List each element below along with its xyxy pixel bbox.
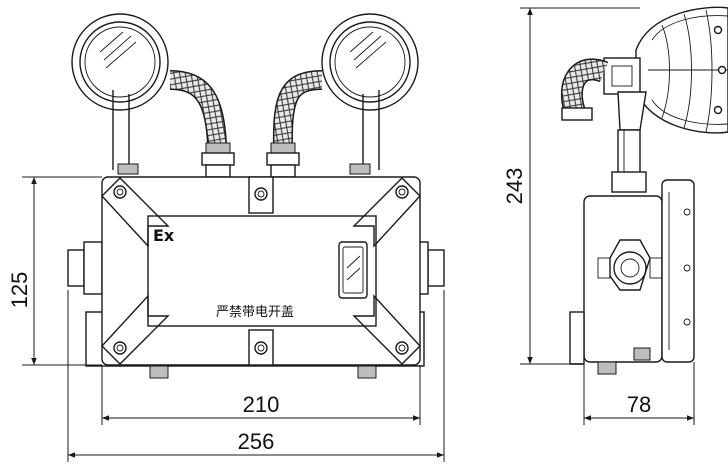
right-cable-gland (266, 142, 300, 178)
corner-screws (113, 176, 409, 366)
right-side-nut (427, 249, 445, 287)
dim-inner-width: 210 (243, 392, 280, 417)
dimension-lines-side (520, 7, 695, 425)
warning-label: 严禁带电开盖 (216, 305, 294, 320)
side-cover (661, 179, 695, 363)
side-view (560, 6, 728, 375)
front-view: Ex 严禁带电开盖 (67, 13, 445, 379)
right-lamp-head (321, 13, 419, 170)
left-cable-gland (201, 142, 235, 178)
cover-plate (147, 215, 377, 327)
dimension-lines-front (22, 176, 445, 462)
dim-overall-height: 243 (502, 168, 527, 205)
left-side-nut (67, 249, 85, 287)
left-braided-hose (169, 71, 226, 146)
side-braided-hose (562, 59, 608, 115)
left-lamp-head (71, 13, 169, 170)
right-braided-hose (274, 71, 323, 146)
dim-overall-width: 256 (238, 429, 275, 454)
ex-mark: Ex (153, 226, 175, 245)
dim-height-front: 125 (7, 272, 32, 309)
dim-depth: 78 (627, 392, 651, 417)
